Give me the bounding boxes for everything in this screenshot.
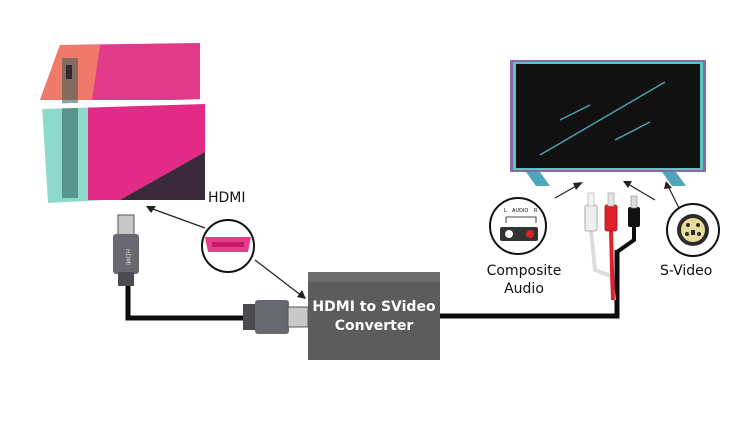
hdmi-label: HDMI xyxy=(208,190,246,206)
audio-jack-icon: L AUDIO R xyxy=(489,197,547,255)
television-icon xyxy=(510,60,706,186)
audio-jack-r-label: R xyxy=(534,208,538,214)
audio-jack-mid-label: AUDIO xyxy=(512,208,528,214)
converter-label: HDMI to SVideo Converter xyxy=(308,298,440,336)
converter-label-line1: HDMI to SVideo xyxy=(312,299,436,315)
audio-jack-l-label: L xyxy=(504,208,507,214)
hdmi-port-callout xyxy=(146,206,306,299)
composite-audio-label: Composite Audio xyxy=(478,262,570,298)
converter-box xyxy=(308,272,440,360)
game-console-icon xyxy=(40,43,205,203)
hdmi-cable: HDMI xyxy=(113,214,309,334)
hdmi-port-icon xyxy=(205,237,251,252)
composite-audio-label-line1: Composite xyxy=(486,263,562,279)
hdmi-plug-text: HDMI xyxy=(124,249,131,265)
converter-label-line2: Converter xyxy=(334,318,414,334)
svideo-port-icon xyxy=(666,203,720,257)
composite-audio-label-line2: Audio xyxy=(504,281,544,297)
svideo-cable xyxy=(440,250,620,319)
rca-cables xyxy=(584,192,640,301)
svideo-label: S-Video xyxy=(660,263,713,279)
